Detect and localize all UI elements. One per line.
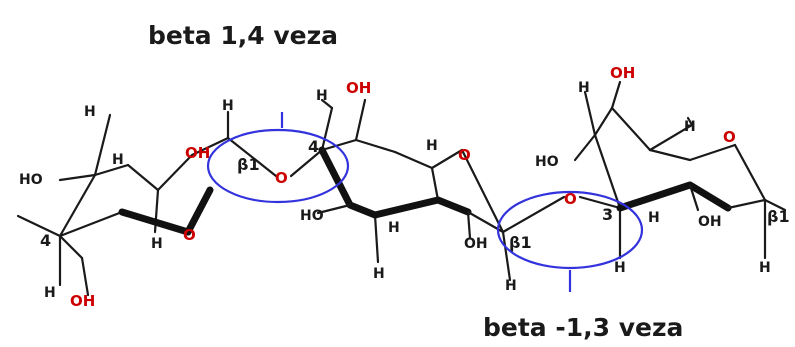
hydrogen-label: H — [759, 260, 771, 276]
beta-1-anomeric-label: β1 — [509, 233, 532, 252]
glucose-ring-1 — [16, 110, 230, 297]
linkage-highlights — [206, 112, 644, 292]
carbon-position-label: 3 — [602, 205, 613, 224]
hydroxyl-label: HO — [19, 172, 43, 188]
hydrogen-label: H — [505, 278, 517, 294]
hydroxyl-label: OH — [610, 64, 635, 82]
hydrogen-label: H — [44, 285, 56, 301]
glycosidic-oxygen-label: O — [275, 169, 288, 187]
carbon-position-label: 4 — [308, 137, 319, 156]
hydroxyl-label: OH — [70, 292, 95, 310]
hydrogen-label: H — [112, 152, 124, 168]
caption-beta-1-3-linkage: beta -1,3 veza — [483, 313, 683, 342]
hydrogen-label: H — [614, 260, 626, 276]
hydrogen-label: H — [316, 88, 328, 104]
beta-1-3-linkage-ellipse — [496, 190, 644, 270]
glycosidic-bond-1-3 — [501, 195, 622, 234]
hydrogen-label: H — [684, 119, 696, 135]
hydrogen-label: H — [388, 220, 400, 236]
hydrogen-label: H — [373, 266, 385, 282]
hydroxyl-label: OH — [185, 144, 210, 162]
hydrogen-label: H — [84, 104, 96, 120]
hydrogen-label: H — [151, 236, 163, 252]
caption-beta-1-4-linkage: beta 1,4 veza — [148, 21, 338, 50]
hydrogen-label: H — [648, 210, 660, 226]
hydrogen-label: H — [222, 98, 234, 114]
hydroxyl-label: OH — [464, 236, 488, 252]
hydrogen-label: H — [578, 80, 590, 96]
glycosidic-bond-1-4 — [226, 136, 324, 178]
glucose-ring-3 — [573, 80, 787, 260]
atom-labels: H HO H OH 4 H OH H O H β1 O H 4 OH HO H … — [19, 64, 790, 310]
glucose-ring-2 — [316, 98, 512, 282]
ring-oxygen-label: O — [723, 128, 736, 146]
hydrogen-label: H — [426, 138, 438, 154]
glycosidic-oxygen-label: O — [564, 190, 577, 208]
beta-1-anomeric-label: β1 — [237, 155, 260, 174]
hydroxyl-label: OH — [698, 214, 722, 230]
carbon-position-label: 4 — [40, 231, 51, 250]
beta-1-anomeric-label: β1 — [767, 207, 790, 226]
hydroxyl-label: HO — [535, 154, 559, 170]
ring-oxygen-label: O — [458, 146, 471, 164]
hydroxyl-label: OH — [346, 79, 371, 97]
beta-1-4-linkage-ellipse — [206, 128, 350, 204]
ring-oxygen-label: O — [183, 226, 196, 244]
hydroxyl-label: HO — [300, 208, 324, 224]
